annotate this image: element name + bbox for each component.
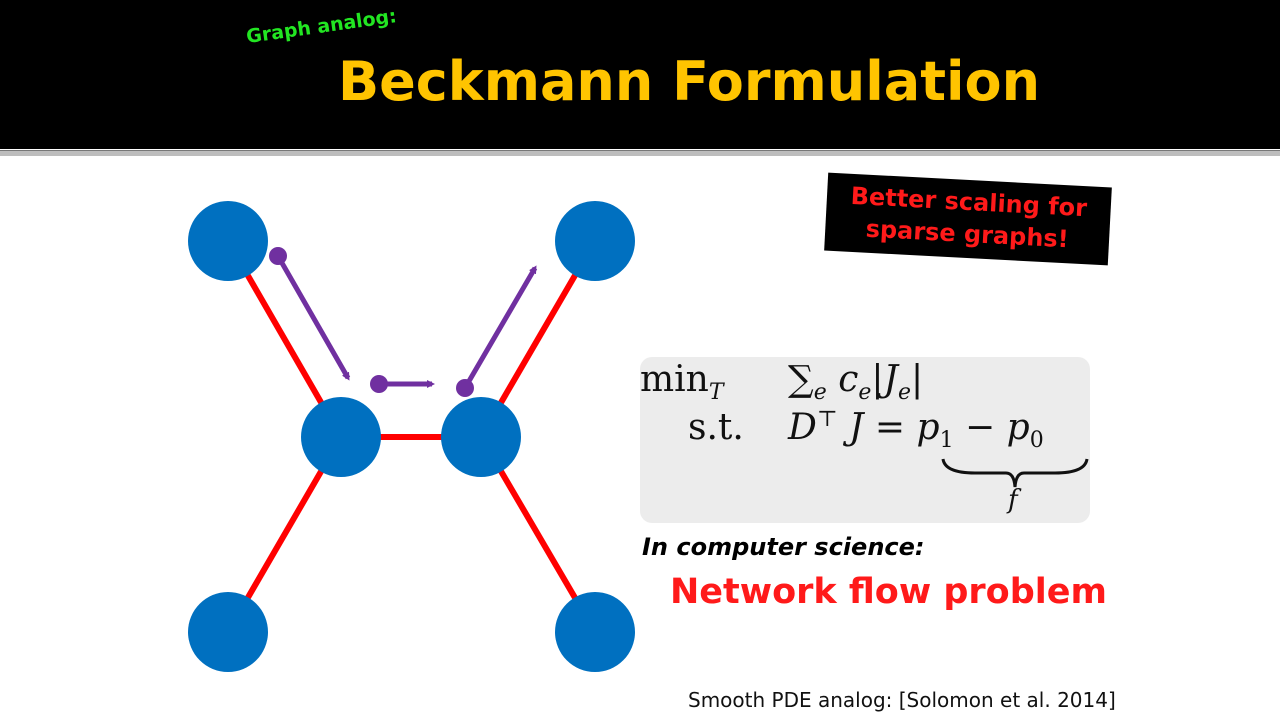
formula-objective: ∑e ce|Je| <box>788 359 923 405</box>
subject-to-label: s.t. <box>688 407 744 448</box>
p0-subscript: 0 <box>1029 428 1044 454</box>
constraint-lhs: J = <box>849 407 906 448</box>
flux-symbol: |J <box>871 359 898 400</box>
header-divider <box>0 150 1280 156</box>
slide-title: Beckmann Formulation <box>338 50 1041 113</box>
p1: p <box>916 407 940 448</box>
cs-label: In computer science: <box>642 533 925 561</box>
graph-node <box>555 201 635 281</box>
graph-node <box>555 592 635 672</box>
flow-arrow-tail <box>269 247 287 265</box>
underbrace <box>941 458 1089 488</box>
flow-arrow-tail <box>456 379 474 397</box>
reference: Smooth PDE analog: [Solomon et al. 2014] <box>688 688 1116 712</box>
graph-node <box>188 201 268 281</box>
flow-arrow <box>462 265 538 390</box>
p1-subscript: 1 <box>939 428 954 454</box>
title-bar <box>0 0 1280 149</box>
abs-bar: | <box>910 359 924 400</box>
formula-box: minT ∑e ce|Je| s.t. D⊤ J = p1 − p0 f <box>640 357 1090 523</box>
formula-row-objective: minT <box>640 359 724 405</box>
formula-constraint: D⊤ J = p1 − p0 <box>788 407 1044 453</box>
flow-arrow <box>275 254 351 381</box>
graph-node <box>188 592 268 672</box>
graph-node <box>301 397 381 477</box>
flow-arrow-tail <box>370 375 388 393</box>
callout-box: Better scaling for sparse graphs! <box>824 172 1112 266</box>
cost-subscript: e <box>858 380 872 406</box>
min-subscript: T <box>708 380 724 406</box>
sum-symbol: ∑ <box>788 359 814 400</box>
brace-label: f <box>1008 485 1018 515</box>
min-operator: min <box>640 359 709 400</box>
minus: − <box>965 407 996 448</box>
flux-subscript: e <box>897 380 911 406</box>
cost-symbol: c <box>838 359 859 400</box>
cs-problem: Network flow problem <box>670 572 1107 612</box>
sum-subscript: e <box>813 380 827 406</box>
p0: p <box>1006 407 1030 448</box>
operator-d: D <box>788 407 817 448</box>
graph-node <box>441 397 521 477</box>
transpose: ⊤ <box>816 407 838 432</box>
